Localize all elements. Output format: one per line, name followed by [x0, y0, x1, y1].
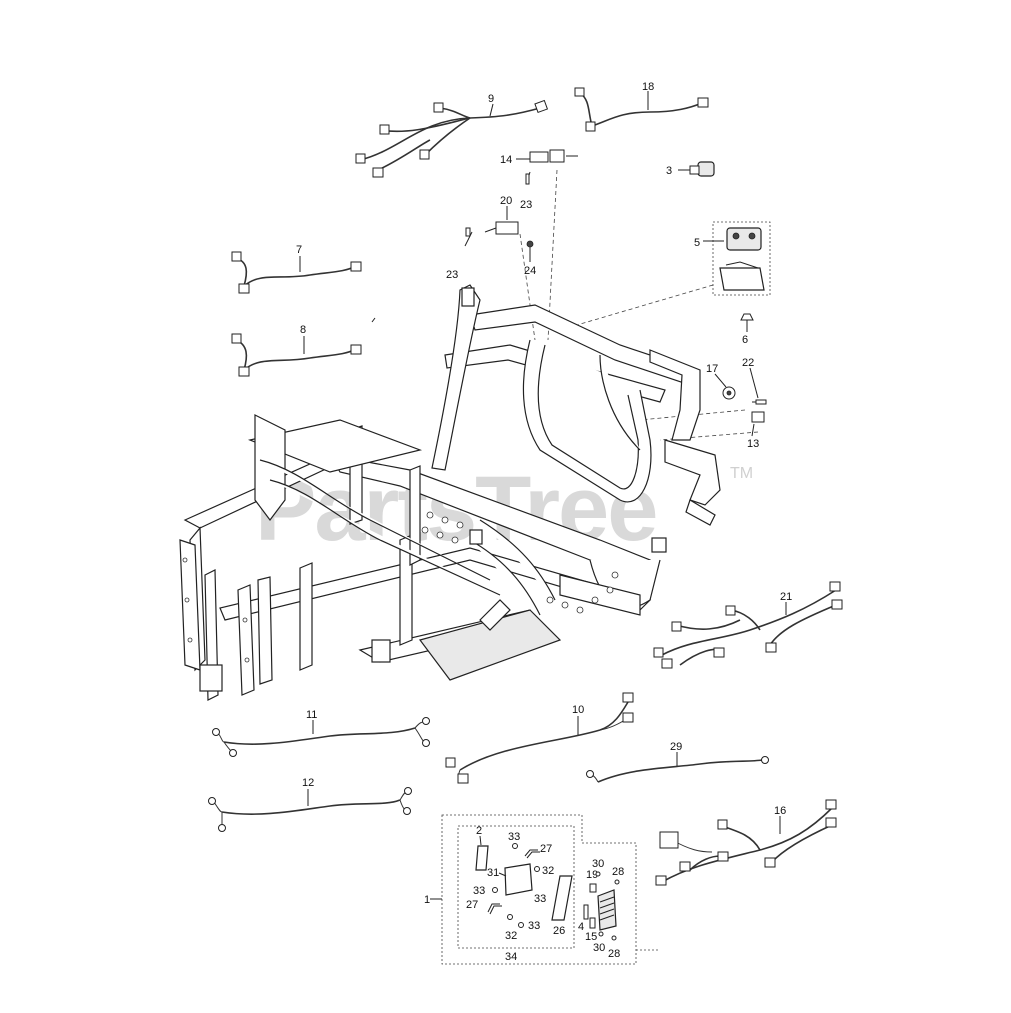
harness-16[interactable]: 16 — [655, 799, 837, 886]
callout-15: 15 — [585, 931, 597, 943]
callout-19: 19 — [586, 869, 598, 881]
watermark-tm: TM — [730, 465, 753, 482]
callout-30b: 30 — [593, 942, 605, 954]
callout-22: 22 — [742, 357, 754, 369]
callout-23b: 23 — [446, 269, 458, 281]
callout-26: 26 — [553, 925, 565, 937]
callout-14: 14 — [500, 154, 512, 166]
part-22-screw[interactable]: 22 — [742, 357, 767, 405]
callout-28b: 28 — [608, 948, 620, 960]
part-14-relay[interactable]: 14 23 — [500, 149, 578, 211]
harness-11[interactable]: 11 — [212, 709, 430, 757]
callout-4: 4 — [578, 921, 584, 933]
harness-12[interactable]: 12 — [208, 777, 412, 832]
callout-5: 5 — [694, 237, 700, 249]
callout-33c: 33 — [534, 893, 546, 905]
callout-21: 21 — [780, 591, 792, 603]
part-5-battery-box[interactable]: 5 6 — [694, 221, 771, 346]
part-13-sensor[interactable]: 13 — [747, 411, 765, 450]
callout-18: 18 — [642, 81, 654, 93]
callout-6: 6 — [742, 334, 748, 346]
callout-7: 7 — [296, 244, 302, 256]
callout-17: 17 — [706, 363, 718, 375]
callout-9: 9 — [488, 93, 494, 105]
callout-27a: 27 — [540, 843, 552, 855]
callout-27b: 27 — [466, 899, 478, 911]
callout-20: 20 — [500, 195, 512, 207]
kit-1-control-module[interactable]: 1 2 33 27 31 32 33 33 27 33 32 — [424, 814, 660, 965]
harness-18[interactable]: 18 — [574, 81, 709, 132]
harness-9[interactable]: 9 — [355, 93, 549, 178]
callout-12: 12 — [302, 777, 314, 789]
callout-33b: 33 — [473, 885, 485, 897]
callout-28a: 28 — [612, 866, 624, 878]
harness-29[interactable]: 29 — [586, 741, 769, 783]
part-17-grommet[interactable]: 17 — [706, 363, 736, 400]
harness-8[interactable]: 8 — [231, 324, 362, 377]
callout-24: 24 — [524, 265, 536, 277]
callout-8: 8 — [300, 324, 306, 336]
callout-1: 1 — [424, 894, 430, 906]
callout-23a: 23 — [520, 199, 532, 211]
callout-11: 11 — [306, 709, 317, 721]
callout-31: 31 — [487, 867, 499, 879]
callout-32b: 32 — [505, 930, 517, 942]
part-3-switch[interactable]: 3 — [666, 161, 715, 177]
callout-30a: 30 — [592, 858, 604, 870]
harness-7[interactable]: 7 — [231, 244, 362, 294]
callout-33d: 33 — [528, 920, 540, 932]
part-20-module[interactable]: 20 23 24 — [446, 195, 536, 281]
callout-2: 2 — [476, 825, 482, 837]
callout-16: 16 — [774, 805, 786, 817]
callout-34: 34 — [505, 951, 517, 963]
callout-29: 29 — [670, 741, 682, 753]
main-frame[interactable] — [179, 284, 721, 701]
callout-13: 13 — [747, 438, 759, 450]
callout-10: 10 — [572, 704, 584, 716]
callout-32a: 32 — [542, 865, 554, 877]
harness-10[interactable]: 10 — [445, 692, 634, 784]
callout-33a: 33 — [508, 831, 520, 843]
callout-3: 3 — [666, 165, 672, 177]
harness-21[interactable]: 21 — [653, 581, 843, 669]
